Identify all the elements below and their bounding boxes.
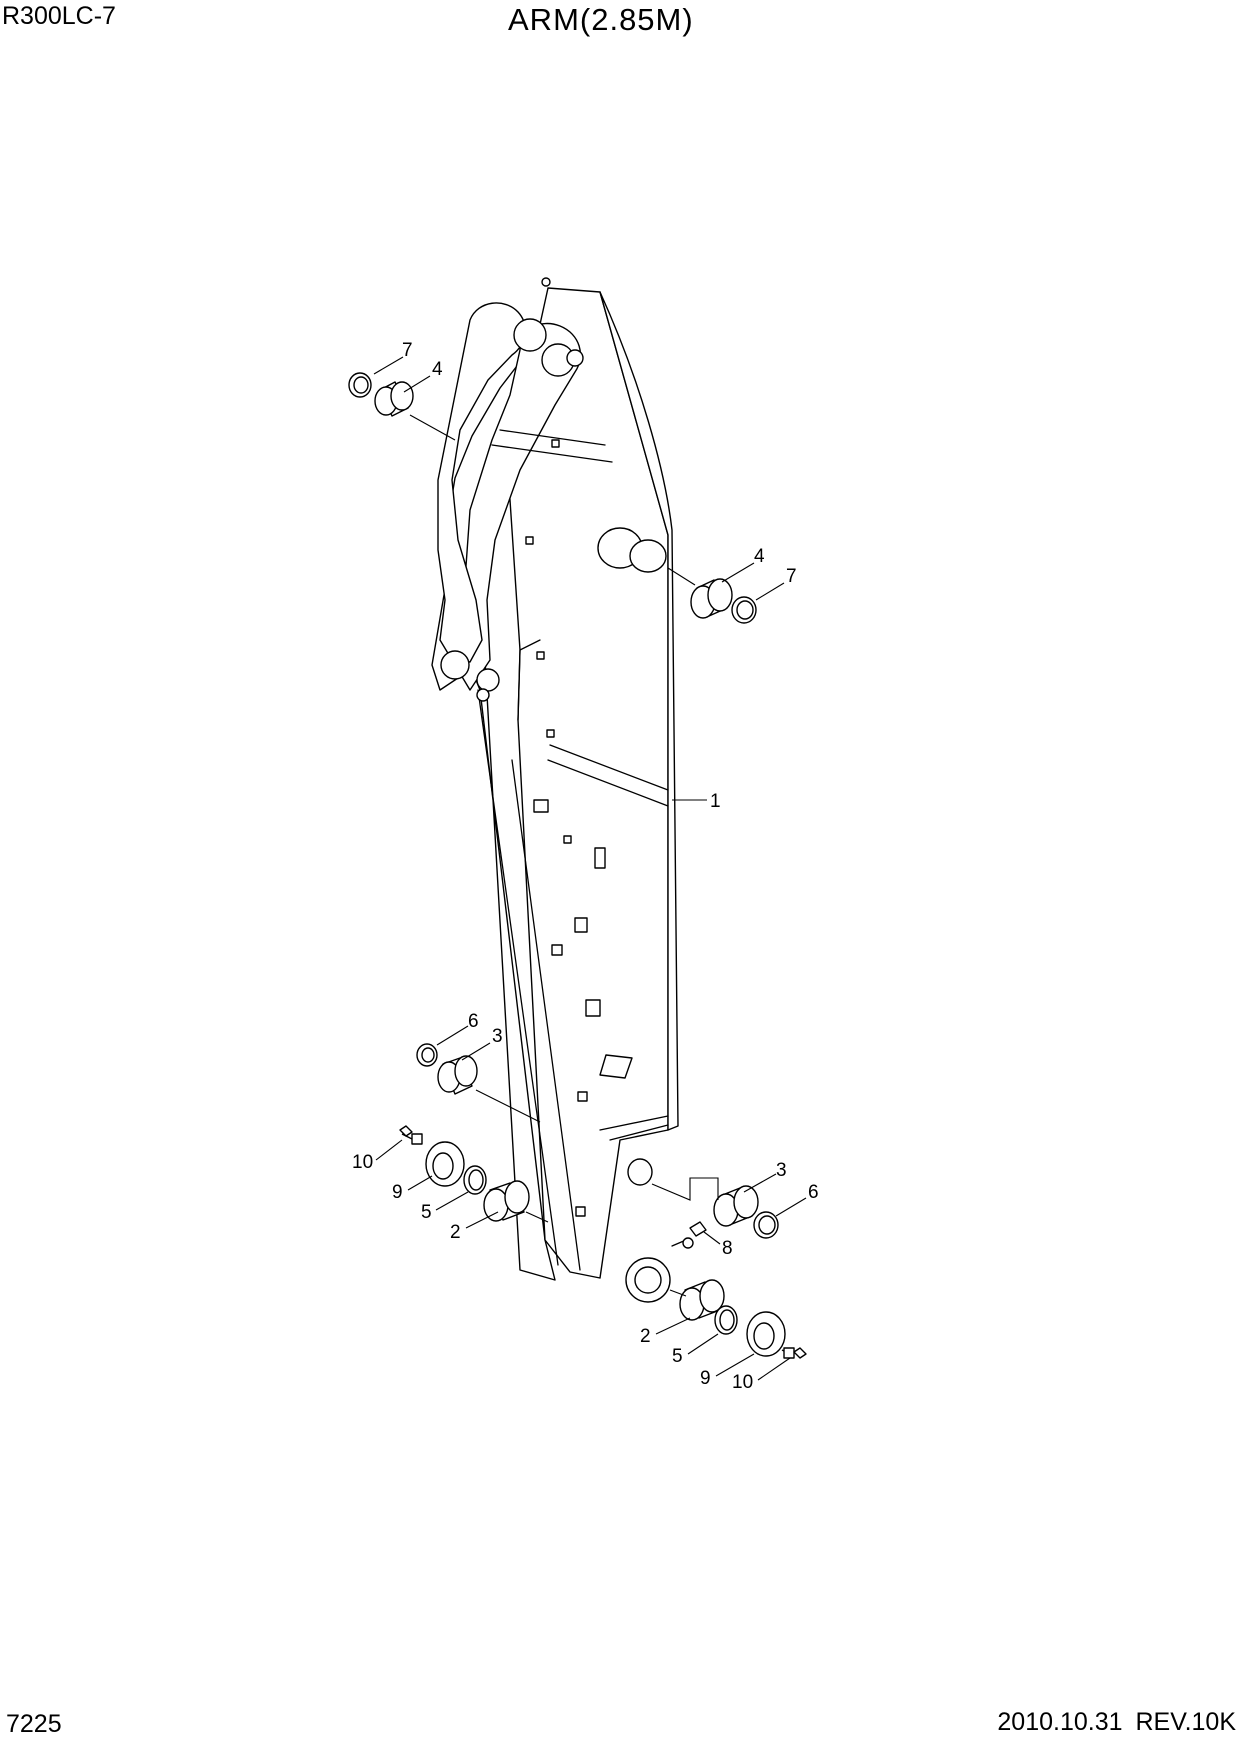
callout-4a: 4 bbox=[432, 359, 443, 380]
arm-upper-boss bbox=[440, 277, 667, 702]
ring-7-upper bbox=[348, 372, 372, 398]
callout-5a: 5 bbox=[421, 1202, 432, 1223]
bushing-3-left bbox=[437, 1055, 478, 1095]
page-number: 7225 bbox=[6, 1710, 62, 1738]
grease-fitting-8 bbox=[689, 1221, 707, 1237]
callout-6b: 6 bbox=[808, 1182, 819, 1203]
callout-8: 8 bbox=[722, 1238, 733, 1259]
callout-1: 1 bbox=[710, 791, 721, 812]
callout-6a: 6 bbox=[468, 1011, 479, 1032]
ring-6-left bbox=[416, 1043, 438, 1067]
ring-5-left bbox=[463, 1165, 487, 1195]
bushing-3-right bbox=[713, 1185, 759, 1227]
callout-9a: 9 bbox=[392, 1182, 403, 1203]
callout-10a: 10 bbox=[352, 1152, 373, 1173]
callout-7a: 7 bbox=[402, 340, 413, 361]
arm-lower-boss bbox=[625, 1158, 694, 1303]
bolt-10-left bbox=[399, 1125, 423, 1145]
plate-9-right bbox=[746, 1311, 786, 1357]
callout-4b: 4 bbox=[754, 546, 765, 567]
arm-side-face bbox=[599, 291, 679, 1131]
callouts: 7 4 4 7 1 6 3 10 9 5 2 3 6 8 2 bbox=[352, 340, 819, 1393]
bushing-4-lower bbox=[690, 578, 733, 619]
callout-7b: 7 bbox=[786, 566, 797, 587]
arm-face-lugs bbox=[525, 439, 633, 1217]
callout-5b: 5 bbox=[672, 1346, 683, 1367]
plate-9-left bbox=[425, 1141, 465, 1187]
bolt-10-right bbox=[781, 1347, 807, 1359]
revision-date: 2010.10.31 REV.10K bbox=[997, 1708, 1236, 1736]
bushing-2-left bbox=[483, 1180, 530, 1222]
callout-10b: 10 bbox=[732, 1372, 753, 1393]
page-title: ARM(2.85M) bbox=[508, 2, 694, 37]
bushing-4-upper bbox=[374, 381, 414, 417]
callout-9b: 9 bbox=[700, 1368, 711, 1389]
model-label: R300LC-7 bbox=[2, 2, 116, 30]
callout-3b: 3 bbox=[776, 1160, 787, 1181]
ring-6-right bbox=[753, 1211, 779, 1239]
arm-assembly bbox=[431, 277, 694, 1303]
ring-7-lower bbox=[731, 596, 757, 624]
ring-5-right bbox=[714, 1305, 738, 1335]
callout-3a: 3 bbox=[492, 1026, 503, 1047]
callout-2b: 2 bbox=[640, 1326, 651, 1347]
callout-2a: 2 bbox=[450, 1222, 461, 1243]
